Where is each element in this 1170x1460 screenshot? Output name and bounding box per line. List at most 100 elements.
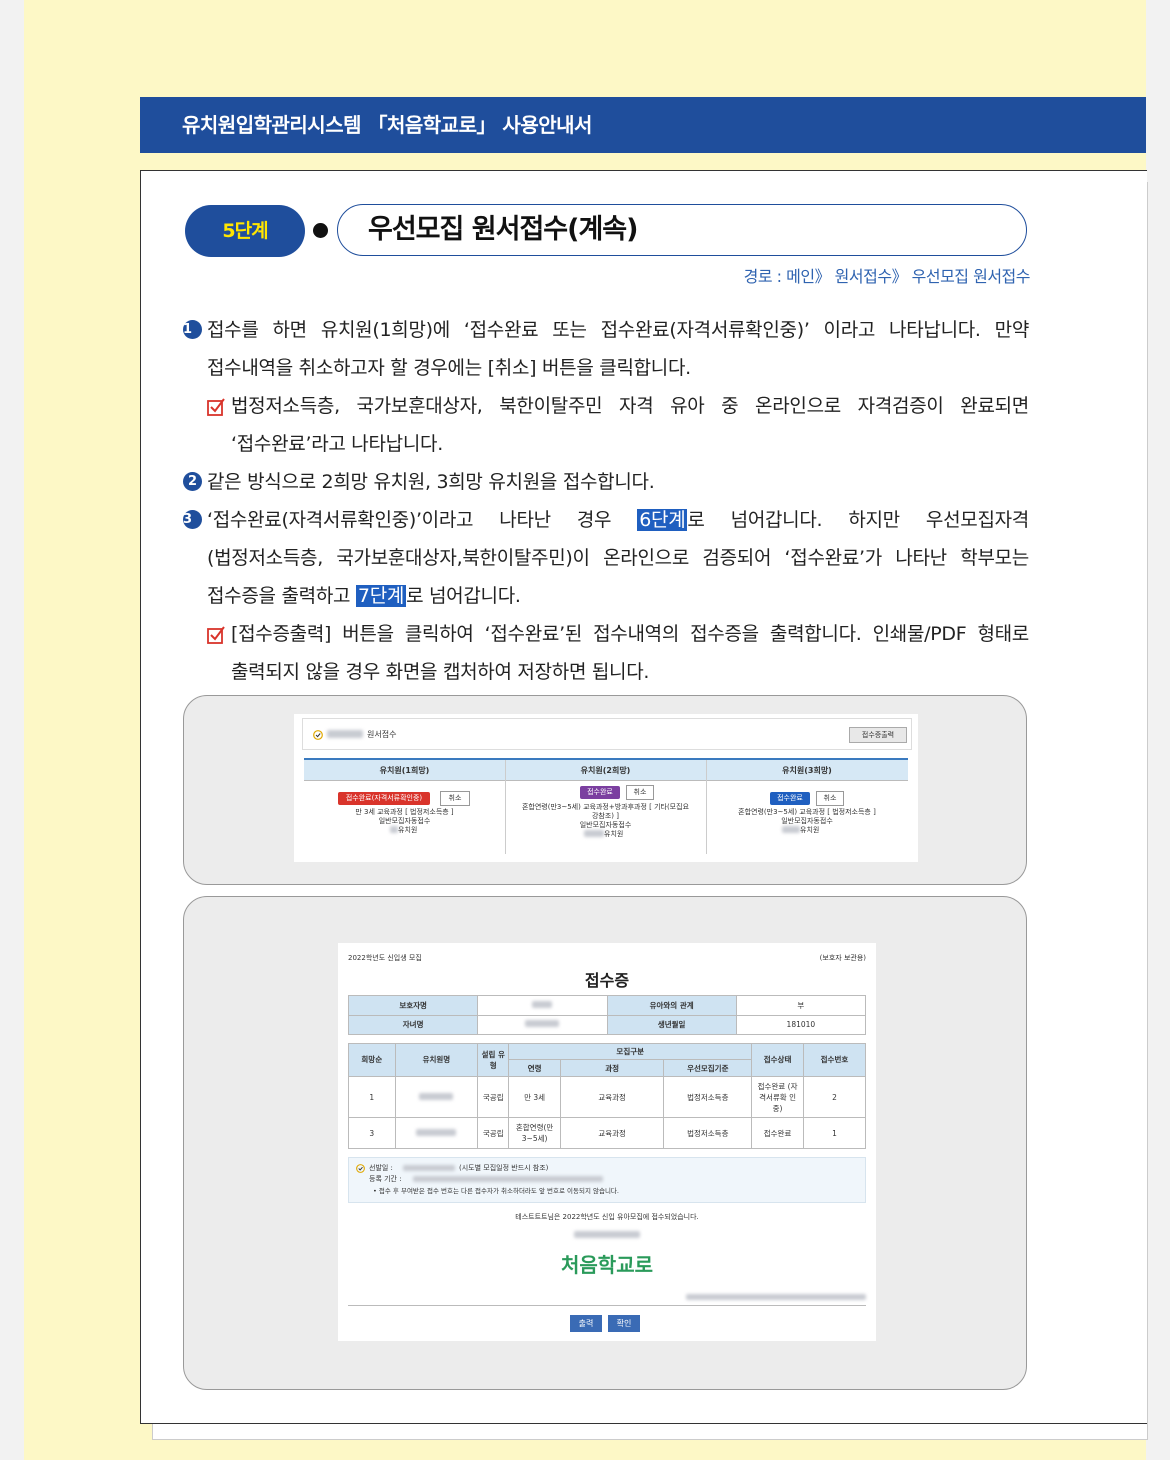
cell-rank: 1 xyxy=(348,1075,396,1119)
number-badge-2: 2 xyxy=(183,472,202,491)
header-status: 접수상태 xyxy=(751,1043,804,1077)
relation-label: 유아와의 관계 xyxy=(606,995,737,1016)
cell-status: 접수완료 xyxy=(751,1117,804,1149)
divider xyxy=(706,760,707,854)
blurred-name xyxy=(532,1000,553,1008)
birth-label: 생년월일 xyxy=(606,1014,737,1035)
blurred-name xyxy=(327,730,363,738)
cell-age: 만 3세 xyxy=(508,1075,561,1119)
cancel-button[interactable]: 취소 xyxy=(816,791,844,806)
highlight-step-6: 6단계 xyxy=(637,509,688,531)
instructions: 1 접수를 하면 유치원(1희망)에 ‘접수완료 또는 접수완료(자격서류확인중… xyxy=(183,311,1029,691)
blurred-name xyxy=(390,826,398,833)
header-course: 과정 xyxy=(559,1059,665,1077)
checkbox-checked-icon xyxy=(207,398,225,416)
item-1-line-2: 접수내역을 취소하고자 할 경우에는 [취소] 버튼을 클릭합니다. xyxy=(207,357,691,379)
receipt-panel: 2022학년도 신입생 모집 (보호자 보관용) 접수증 보호자명 유아와의 관… xyxy=(338,943,876,1341)
cell-rank: 3 xyxy=(348,1117,396,1149)
kinder-name: 유치원 xyxy=(604,830,624,838)
blurred-date xyxy=(574,1231,640,1238)
notice-line-2: 등록 기간 : xyxy=(369,1175,402,1183)
item-1-line-1: 1 접수를 하면 유치원(1희망)에 ‘접수완료 또는 접수완료(자격서류확인중… xyxy=(183,319,1029,341)
kinder-name: 유치원 xyxy=(800,826,820,834)
keep-label: (보호자 보관용) xyxy=(819,954,866,962)
kinder-detail: 혼합연령(만3~5세) 교육과정+방과후과정 [ 기타(모집요 xyxy=(521,803,690,811)
relation-value: 부 xyxy=(735,995,867,1016)
breadcrumb-path: 경로 : 메인》 원서접수》 우선모집 원서접수 xyxy=(743,267,1031,286)
item-3-line-2: (법정저소득층, 국가보훈대상자,북한이탈주민)이 온라인으로 검증되어 ‘접수… xyxy=(207,547,1029,569)
applicant-info-table: 보호자명 유아와의 관계 부 자녀명 생년월일 181010 xyxy=(347,995,867,1035)
child-label: 자녀명 xyxy=(347,1014,479,1035)
divider xyxy=(348,1305,866,1306)
checkbox-checked-icon xyxy=(207,626,225,644)
kinder-detail: 만 3세 교육과정 [ 법정저소득층 ] xyxy=(355,808,454,816)
divider xyxy=(505,760,506,854)
document-sheet: 5단계 우선모집 원서접수(계속) 경로 : 메인》 원서접수》 우선모집 원서… xyxy=(140,170,1147,1424)
item-2-line-1: 2 같은 방식으로 2희망 유치원, 3희망 유치원을 접수합니다. xyxy=(183,463,1029,501)
blurred-date xyxy=(403,1165,455,1171)
blurred-period xyxy=(413,1176,603,1182)
step-badge: 5단계 xyxy=(185,205,305,257)
confirm-text: 테스트트트님은 2022학년도 신입 유아모집에 접수되었습니다. xyxy=(515,1213,699,1221)
header-rank: 희망순 xyxy=(348,1043,396,1077)
cell-course: 교육과정 xyxy=(559,1117,665,1149)
cell-priority: 법정저소득층 xyxy=(663,1075,753,1119)
number-badge-3: 3 xyxy=(183,510,202,529)
confirm-button[interactable]: 확인 xyxy=(608,1315,640,1332)
check-circle-icon xyxy=(356,1164,365,1173)
number-badge-1: 1 xyxy=(183,320,202,339)
cancel-button[interactable]: 취소 xyxy=(440,791,470,806)
logo-chuneumhakgyoro: 처음학교로 xyxy=(561,1253,653,1277)
status-badge: 접수완료 xyxy=(770,792,810,805)
cell-age: 혼합연령(만 3~5세) xyxy=(508,1117,561,1149)
application-table: 희망순 유치원명 설립 유형 모집구분 접수상태 접수번호 연령 과정 우선모집… xyxy=(348,1042,867,1149)
notice-line-1-tail: (시도별 모집일정 반드시 참조) xyxy=(459,1164,549,1172)
print-button[interactable]: 출력 xyxy=(570,1315,602,1332)
notice-line-3: • 접수 후 부여받은 접수 번호는 다른 접수자가 취소하더라도 앞 번호로 … xyxy=(373,1187,619,1195)
page-header: 유치원입학관리시스템 「처음학교로」 사용안내서 xyxy=(140,97,1146,153)
cancel-button[interactable]: 취소 xyxy=(626,785,654,800)
blurred-name xyxy=(416,1128,457,1136)
status-badge: 접수완료(자격서류확인중) xyxy=(338,792,430,805)
kinder-name: 유치원 xyxy=(398,826,418,834)
kinder-1-header: 유치원(1희망) xyxy=(379,766,430,775)
guardian-label: 보호자명 xyxy=(347,995,479,1016)
kinder-columns: 유치원(1희망) 접수완료(자격서류확인중) 취소 만 3세 교육과정 [ 법정… xyxy=(304,758,908,854)
child-value xyxy=(477,1014,608,1035)
cell-type: 국공립 xyxy=(477,1075,510,1119)
cell-number: 2 xyxy=(802,1075,867,1119)
kinder-header-row xyxy=(304,760,908,781)
blurred-name xyxy=(419,1092,454,1100)
cell-status: 접수완료 (자격서류확 인중) xyxy=(751,1075,804,1119)
cell-kinder xyxy=(394,1117,479,1149)
header-priority: 우선모집기준 xyxy=(663,1059,753,1077)
header-number: 접수번호 xyxy=(802,1043,867,1077)
cell-type: 국공립 xyxy=(477,1117,510,1149)
item-3-check-line-2: 출력되지 않을 경우 화면을 캡처하여 저장하면 됩니다. xyxy=(231,661,650,683)
cell-priority: 법정저소득층 xyxy=(663,1117,753,1149)
status-panel: 원서접수 접수증출력 유치원(1희망) 접수완료(자격서류확인중) 취소 만 3… xyxy=(294,714,918,862)
status-panel-header: 원서접수 접수증출력 xyxy=(302,718,912,750)
blurred-print-info xyxy=(686,1294,866,1300)
blurred-name xyxy=(782,826,800,833)
cell-kinder xyxy=(394,1075,479,1119)
kinder-detail: 강참조) ] xyxy=(591,812,619,820)
year-label: 2022학년도 신입생 모집 xyxy=(348,954,422,962)
header-age: 연령 xyxy=(508,1059,561,1077)
bullet-dot xyxy=(313,223,328,238)
kinder-2-header: 유치원(2희망) xyxy=(580,766,631,775)
receipt-title: 접수증 xyxy=(584,971,630,990)
panel-title: 원서접수 xyxy=(367,730,397,739)
notice-box: 선발일 : (시도별 모집일정 반드시 참조) 등록 기간 : • 접수 후 부… xyxy=(348,1157,866,1203)
header-found: 설립 유형 xyxy=(477,1043,510,1077)
cell-course: 교육과정 xyxy=(559,1075,665,1119)
kinder-detail: 일반모집자동접수 xyxy=(579,821,632,829)
screenshot-receipt: 2022학년도 신입생 모집 (보호자 보관용) 접수증 보호자명 유아와의 관… xyxy=(183,896,1027,1390)
print-receipt-button[interactable]: 접수증출력 xyxy=(849,727,907,743)
step-title: 우선모집 원서접수(계속) xyxy=(337,204,1027,256)
cell-number: 1 xyxy=(802,1117,867,1149)
item-1-check-line-1: 법정저소득층, 국가보훈대상자, 북한이탈주민 자격 유아 중 온라인으로 자격… xyxy=(183,387,1029,425)
table-row: 3 국공립 혼합연령(만 3~5세) 교육과정 법정저소득층 접수완료 1 xyxy=(348,1117,867,1149)
